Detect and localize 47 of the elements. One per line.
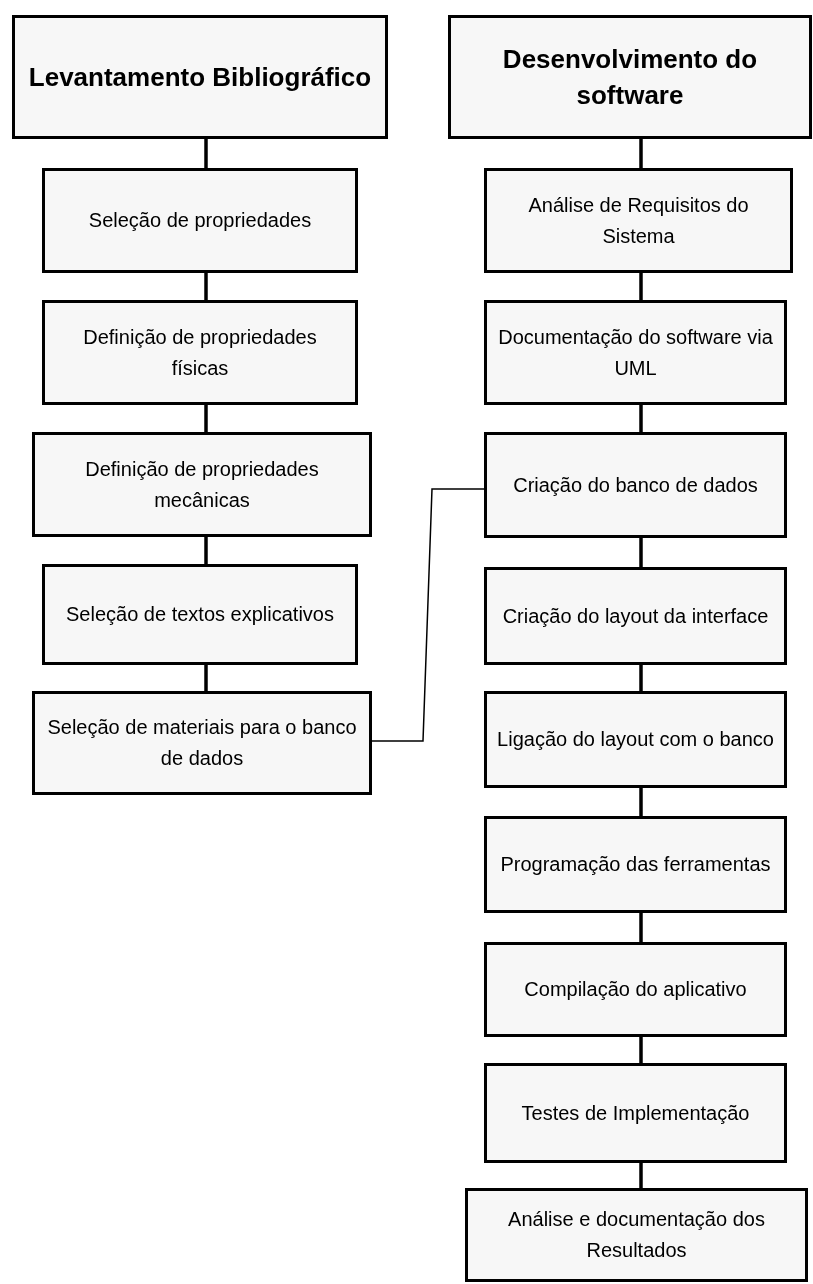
process-box [484, 567, 787, 665]
step-label: Seleção de textos explicativos [66, 602, 334, 627]
process-box [484, 942, 787, 1037]
connector-line [204, 273, 208, 300]
process-box [42, 564, 358, 665]
step-label: Compilação do aplicativo [524, 977, 747, 1002]
process-box [32, 432, 372, 537]
step-label: Análise e documentação dos Resultados [507, 1207, 766, 1263]
connector-line [639, 273, 643, 300]
connector-line [204, 139, 208, 168]
process-box [484, 691, 787, 788]
connector-line [639, 913, 643, 942]
step-label: Documentação do software via UML [497, 324, 774, 381]
header-box [12, 15, 388, 139]
process-box [465, 1188, 808, 1282]
step-label: Programação das ferramentas [500, 852, 771, 877]
process-box [484, 1063, 787, 1163]
process-box [42, 300, 358, 405]
connector-line [639, 665, 643, 691]
step-label: Análise de Requisitos do Sistema [527, 192, 750, 249]
connector-line [204, 665, 208, 691]
step-label: Seleção de materiais para o banco de dados [46, 715, 358, 771]
connector-line [639, 1037, 643, 1063]
step-label: Seleção de propriedades [88, 208, 312, 233]
connector-line [639, 788, 643, 816]
connector-line [204, 537, 208, 564]
process-box [484, 432, 787, 538]
connector-line [639, 538, 643, 567]
step-label: Testes de Implementação [521, 1100, 750, 1126]
process-box [484, 300, 787, 405]
step-label: Criação do banco de dados [513, 472, 758, 498]
connector-line [639, 139, 643, 168]
process-box [484, 168, 793, 273]
process-box [32, 691, 372, 795]
connector-line [639, 405, 643, 432]
step-label: Ligação do layout com o banco [497, 727, 774, 752]
column-title: Levantamento Bibliográfico [28, 60, 372, 94]
step-label: Criação do layout da interface [502, 603, 769, 629]
header-box [448, 15, 812, 139]
column-title: Desenvolvimento do software [501, 42, 759, 112]
step-label: Definição de propriedades físicas [82, 324, 318, 381]
step-label: Definição de propriedades mecânicas [84, 456, 320, 513]
connector-line [204, 405, 208, 432]
process-box [484, 816, 787, 913]
connector-line [639, 1163, 643, 1188]
process-box [42, 168, 358, 273]
connector-line [371, 488, 485, 742]
